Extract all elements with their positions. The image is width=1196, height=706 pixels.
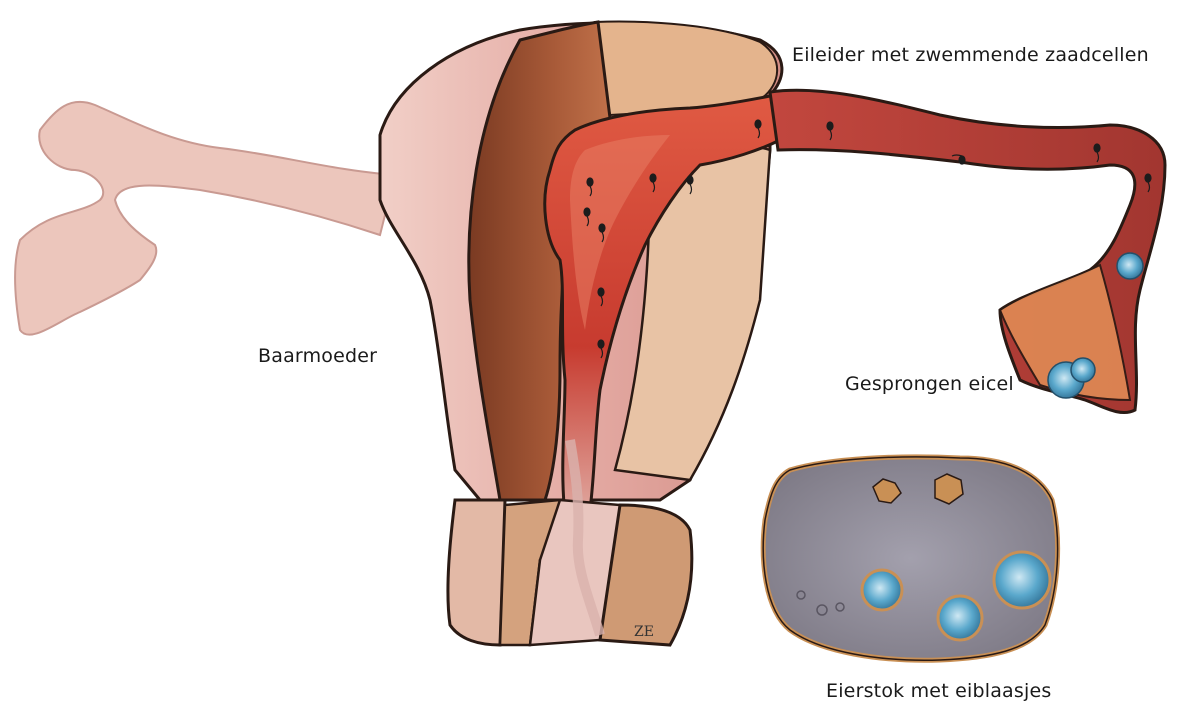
uterus-body bbox=[380, 22, 782, 515]
ovary bbox=[763, 457, 1057, 660]
released-egg-2 bbox=[1071, 358, 1095, 382]
follicle bbox=[862, 570, 902, 610]
ovary-label: Eierstok met eiblaasjes bbox=[826, 680, 1051, 702]
egg-in-tube bbox=[1117, 253, 1143, 279]
follicle bbox=[938, 596, 982, 640]
left-fallopian-tube bbox=[15, 102, 395, 335]
right-fallopian-tube bbox=[770, 90, 1165, 412]
artist-signature: ZE bbox=[634, 624, 654, 640]
uterus-label: Baarmoeder bbox=[258, 345, 377, 367]
follicle bbox=[994, 552, 1050, 608]
fallopian-tube-label: Eileider met zwemmende zaadcellen bbox=[792, 44, 1149, 66]
released-egg-label: Gesprongen eicel bbox=[845, 373, 1014, 395]
